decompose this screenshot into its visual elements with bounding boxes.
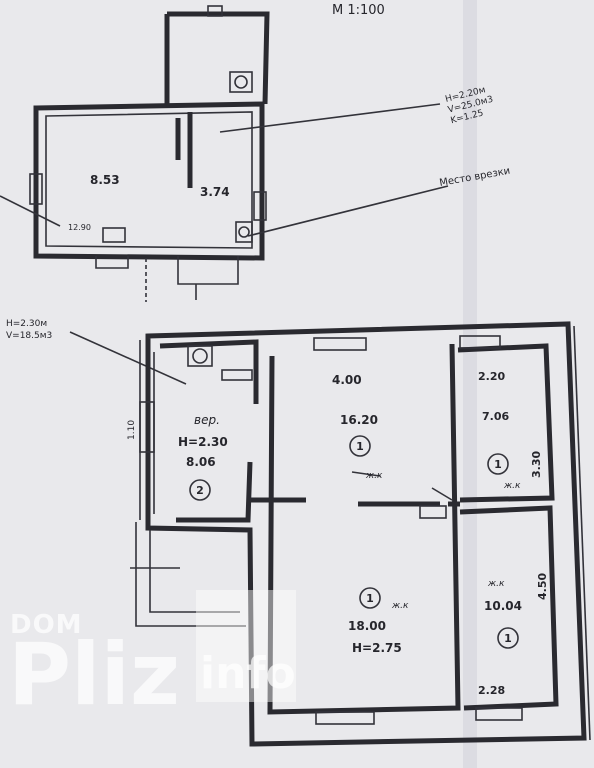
door-box	[419, 505, 447, 519]
room3-area: 18.00	[348, 619, 386, 633]
room4-area: 10.04	[484, 599, 522, 613]
annex-stove-circle	[238, 226, 250, 238]
room3-number: 1	[366, 592, 374, 605]
annex-window-left	[29, 173, 43, 205]
dim-top-mid: 4.00	[332, 373, 362, 387]
room2-number: 1	[494, 458, 502, 471]
veranda-callout-leader	[69, 331, 187, 385]
room3-tag: ж.к	[391, 601, 409, 611]
veranda-number: 2	[196, 484, 204, 497]
window-bottom-right	[475, 707, 523, 721]
annex-window-right	[253, 191, 267, 221]
room3-number-circle	[359, 587, 381, 609]
room-right-upper-wall	[457, 343, 555, 503]
annex-steps	[95, 256, 129, 269]
watermark-box	[196, 590, 296, 702]
annex-stove	[235, 221, 253, 243]
veranda-number-circle	[189, 479, 211, 501]
room2-area: 7.06	[482, 410, 509, 423]
annex-table	[102, 227, 126, 243]
annex-inner-wall	[45, 111, 253, 249]
veranda-volume-callout: H=2.30м V=18.5м3	[6, 319, 187, 385]
annex-porch	[177, 256, 239, 300]
dim-right-upper: 3.30	[530, 451, 543, 478]
room-right-lower-wall	[459, 505, 559, 711]
room4-tag: ж.к	[487, 579, 505, 589]
annex-outer-wall	[33, 101, 265, 261]
annex-place-leader	[247, 185, 449, 237]
annex-fixture	[229, 71, 253, 93]
main-house	[130, 321, 591, 747]
room1-tag: ж.к	[365, 471, 383, 481]
watermark-dom: DOM	[10, 610, 83, 640]
room4-number-circle	[497, 627, 519, 649]
dim-left: 1.10	[127, 420, 137, 440]
room2-number-circle	[487, 453, 509, 475]
veranda-area: 8.06	[186, 455, 216, 469]
veranda-bench	[221, 369, 253, 381]
stove-circle	[192, 348, 208, 364]
annex-area-small: 3.74	[200, 185, 230, 199]
window-bottom-mid	[315, 711, 375, 725]
dim-bottom-right: 2.28	[478, 684, 505, 697]
stove	[187, 345, 213, 367]
veranda-inner-wall	[159, 339, 259, 523]
veranda-callout-volume: V=18.5м3	[6, 331, 52, 341]
watermark-pliz: Pliz	[8, 625, 181, 725]
watermark-info: info	[200, 648, 296, 699]
dim-top-right: 2.20	[478, 370, 505, 383]
annex-partition	[175, 112, 193, 188]
room2-tag: ж.к	[503, 481, 521, 491]
annex-top-opening	[207, 5, 223, 17]
scale-label: M 1:100	[332, 3, 385, 18]
veranda-name: вер.	[194, 413, 220, 427]
window-top-mid	[313, 337, 367, 351]
door-swing-2	[431, 487, 453, 501]
annex-left-leader	[0, 195, 61, 227]
veranda-height: H=2.30	[178, 435, 228, 449]
annex-volume-leader	[219, 103, 441, 133]
room3-height: H=2.75	[352, 641, 402, 655]
house-core-wall	[267, 343, 461, 715]
annex-top-projection	[164, 11, 270, 105]
veranda-callout-height: H=2.30м	[6, 319, 47, 329]
door-swing-1	[351, 471, 381, 477]
right-strip	[573, 325, 591, 741]
room1-number: 1	[356, 440, 364, 453]
window-top-right	[459, 335, 501, 349]
annex-inner-note: 12.90	[68, 223, 91, 232]
porch-outline	[135, 522, 246, 627]
room1-area: 16.20	[340, 413, 378, 427]
annex-area-main: 8.53	[90, 173, 120, 187]
room4-number: 1	[504, 632, 512, 645]
veranda-window	[139, 401, 155, 453]
dim-right-lower: 4.50	[536, 573, 549, 600]
house-outer-wall	[145, 321, 587, 747]
room1-number-circle	[349, 435, 371, 457]
annex-fixture-circle	[234, 75, 248, 89]
